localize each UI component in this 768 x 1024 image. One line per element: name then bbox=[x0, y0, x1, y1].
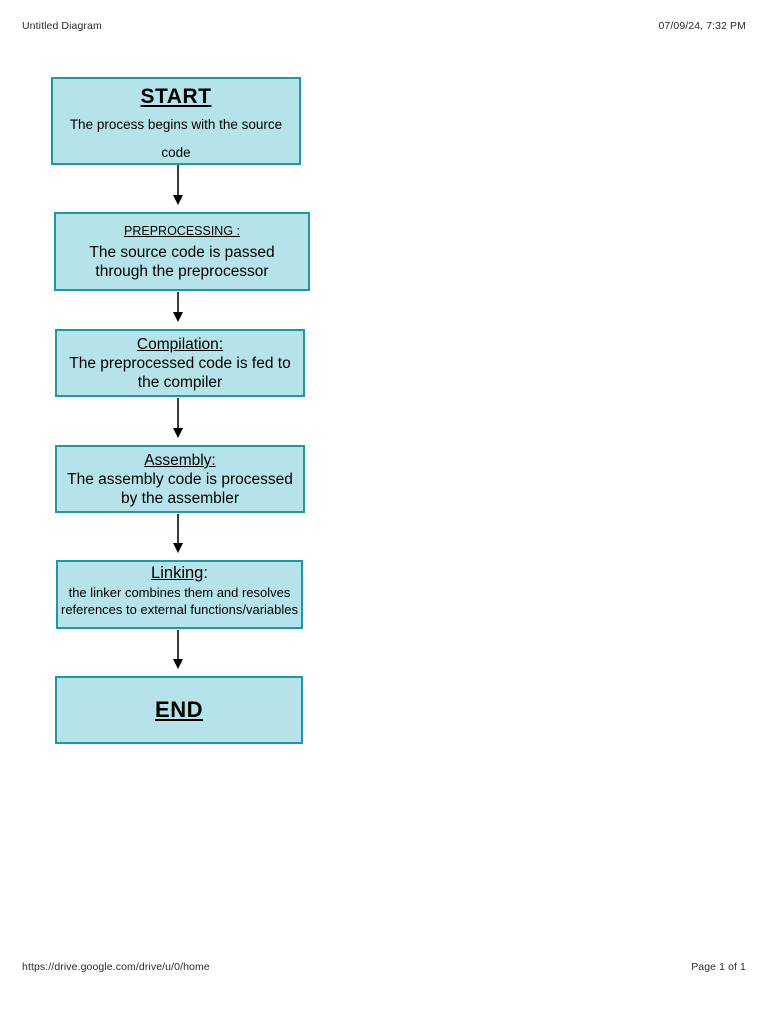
node-assembly-title: Assembly: bbox=[144, 452, 216, 469]
page-number: Page 1 of 1 bbox=[691, 961, 746, 973]
node-preprocessing-body-line: through the preprocessor bbox=[95, 263, 269, 280]
node-start-body-line: code bbox=[161, 145, 191, 160]
node-compilation-body-line: the compiler bbox=[137, 374, 223, 391]
node-preprocessing-body-line: The source code is passed bbox=[89, 244, 275, 261]
node-end-title: END bbox=[155, 697, 203, 722]
flowchart-node-start: START The process begins with the source… bbox=[51, 77, 301, 165]
node-linking-title-colon: : bbox=[203, 564, 208, 582]
flow-arrow-assembly-to-linking bbox=[173, 514, 183, 553]
flow-arrow-preprocessing-to-compilation bbox=[173, 292, 183, 322]
flowchart-node-preprocessing: PREPROCESSING : The source code is passe… bbox=[54, 212, 310, 291]
flowchart-node-assembly: Assembly: The assembly code is processed… bbox=[55, 445, 305, 513]
source-url: https://drive.google.com/drive/u/0/home bbox=[22, 961, 210, 973]
print-datetime: 07/09/24, 7:32 PM bbox=[658, 20, 746, 32]
node-linking-body-line: references to external functions/variabl… bbox=[60, 602, 298, 617]
document-title: Untitled Diagram bbox=[22, 20, 102, 32]
node-preprocessing-title: PREPROCESSING : bbox=[124, 224, 240, 238]
flow-arrow-start-to-preprocessing bbox=[173, 165, 183, 205]
node-linking-title: Linking bbox=[151, 564, 204, 582]
flowchart-node-linking: Linking: the linker combines them and re… bbox=[56, 560, 303, 629]
node-assembly-body-line: by the assembler bbox=[120, 490, 240, 507]
flowchart-node-compilation: Compilation: The preprocessed code is fe… bbox=[55, 329, 305, 397]
flowchart-node-end: END bbox=[55, 676, 303, 744]
node-start-body-line: The process begins with the source bbox=[69, 117, 283, 132]
node-linking-body-line: the linker combines them and resolves bbox=[68, 585, 291, 600]
node-compilation-body-line: The preprocessed code is fed to bbox=[69, 355, 291, 372]
node-start-title: START bbox=[140, 85, 212, 108]
node-compilation-title: Compilation: bbox=[136, 336, 224, 353]
flow-arrow-compilation-to-assembly bbox=[173, 398, 183, 438]
flow-arrow-linking-to-end bbox=[173, 630, 183, 669]
node-assembly-body-line: The assembly code is processed bbox=[67, 471, 293, 488]
